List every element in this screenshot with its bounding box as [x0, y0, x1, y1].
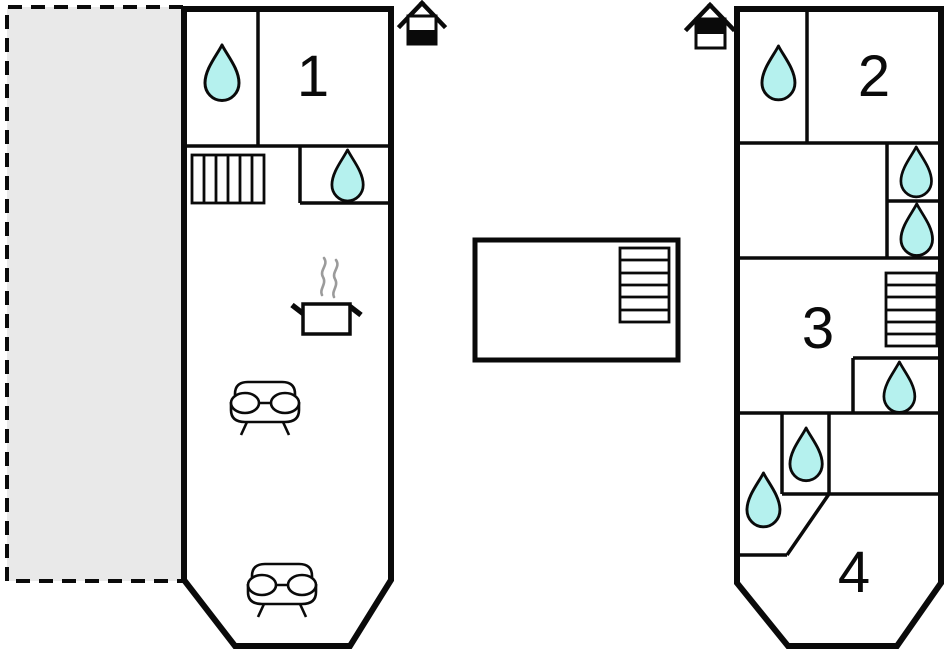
cooking-pot-icon: [290, 256, 363, 336]
terrace-area: [7, 7, 183, 581]
staircase-icon: [618, 246, 671, 324]
lower-deck-outline: [181, 6, 394, 649]
room-2-label: 2: [858, 44, 890, 109]
terrace-dashed-border: [5, 5, 183, 583]
room-1-label: 1: [297, 44, 329, 109]
level-indicator-upper-icon: [683, 1, 737, 50]
house-upper-half-filled: [696, 19, 725, 34]
house-lower-half-filled: [408, 30, 436, 44]
room-4-label: 4: [838, 540, 870, 605]
room-3-label: 3: [802, 296, 834, 361]
upper-deck-outline: [734, 6, 944, 649]
staircase-icon: [884, 271, 939, 348]
upper-deck-interior-walls: [735, 9, 941, 557]
lower-deck-interior-walls: [184, 9, 391, 205]
stair-landing: [472, 237, 681, 363]
building-upper-deck: 2 3 4: [734, 6, 944, 649]
steam-line: [320, 256, 327, 297]
terrace: [5, 5, 183, 583]
house-roof: [683, 1, 737, 33]
level-indicator-lower-icon: [396, 0, 448, 46]
building-lower-deck: 1: [181, 6, 394, 649]
staircase-icon: [190, 153, 266, 205]
steam-line: [332, 258, 339, 299]
pot-body: [301, 302, 352, 336]
